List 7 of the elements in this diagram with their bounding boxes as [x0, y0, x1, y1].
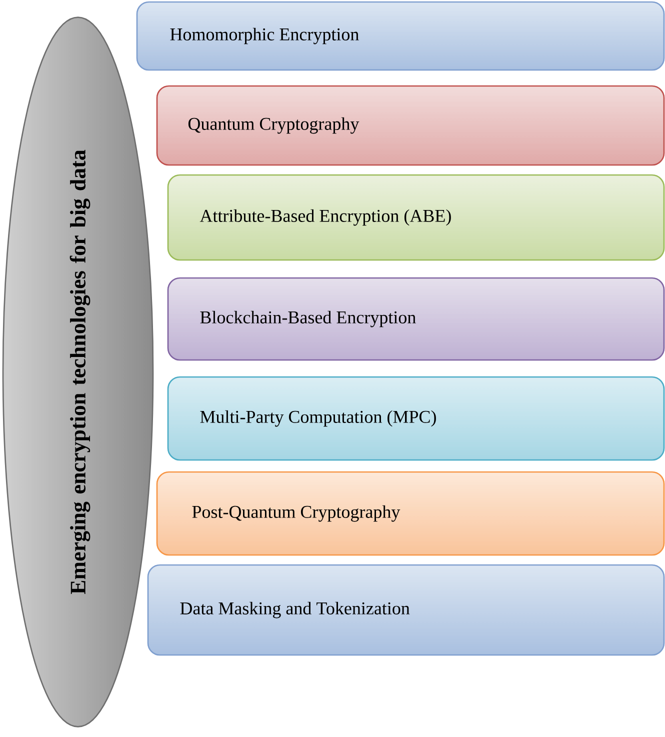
technology-box: Multi-Party Computation (MPC) [167, 376, 665, 461]
technology-box: Homomorphic Encryption [136, 1, 665, 71]
technology-box: Blockchain-Based Encryption [167, 277, 665, 361]
technology-box: Quantum Cryptography [156, 85, 665, 166]
technology-box: Data Masking and Tokenization [147, 564, 665, 656]
technology-box: Attribute-Based Encryption (ABE) [167, 174, 665, 261]
technology-box: Post-Quantum Cryptography [156, 471, 665, 556]
